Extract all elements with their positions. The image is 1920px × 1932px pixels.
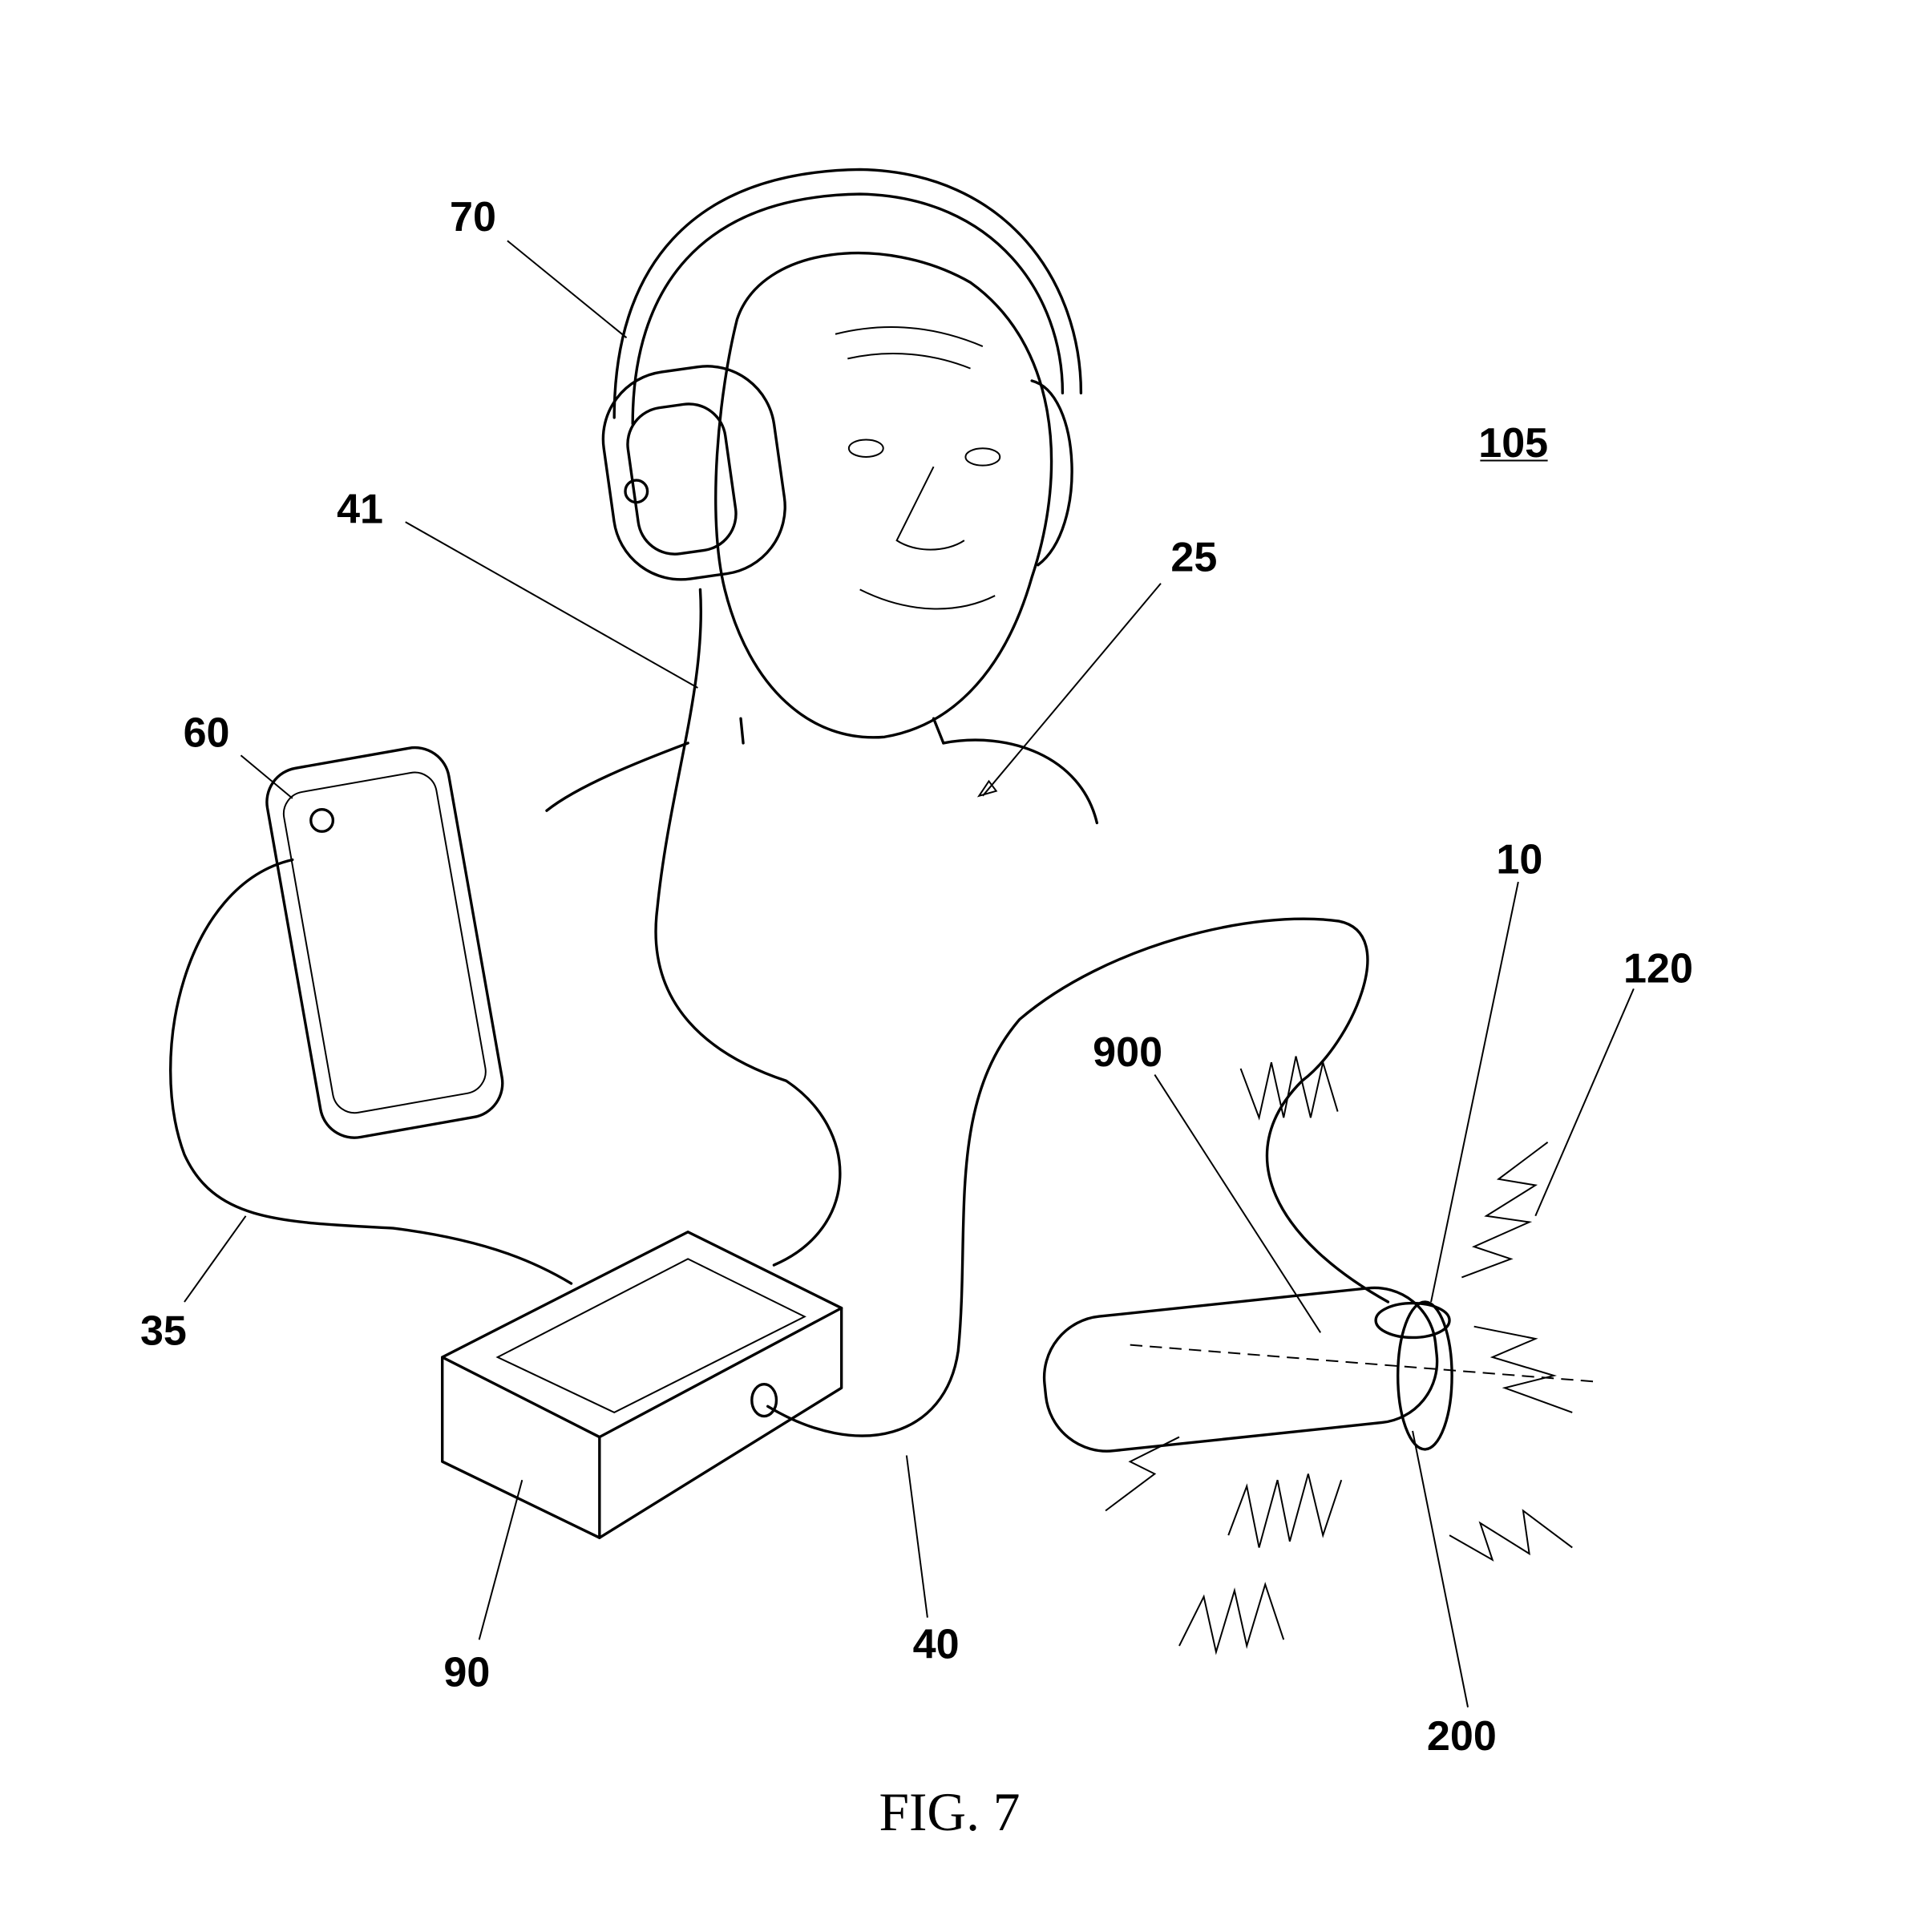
user-figure	[545, 251, 1099, 825]
label-stimulation: 120	[1623, 946, 1693, 992]
label-ring: 200	[1427, 1713, 1497, 1760]
label-control-box: 90	[443, 1650, 490, 1696]
device	[1042, 1286, 1597, 1453]
label-user: 25	[1170, 534, 1217, 580]
leader-lines	[184, 240, 1635, 1708]
stimulation-sparks	[1105, 1056, 1573, 1655]
label-device: 10	[1496, 836, 1542, 883]
label-system: 105	[1478, 420, 1548, 467]
label-headphone-cable: 41	[337, 487, 383, 533]
headphones	[601, 168, 1083, 581]
label-headphones: 70	[450, 194, 496, 240]
label-device-cable: 40	[913, 1621, 960, 1667]
label-phone-cable: 35	[140, 1308, 187, 1355]
cables	[169, 588, 1390, 1437]
phone	[265, 746, 504, 1139]
figure-caption: FIG. 7	[879, 1782, 1020, 1842]
control-box	[441, 1231, 843, 1539]
label-sleeve: 900	[1093, 1029, 1162, 1076]
label-phone: 60	[184, 710, 230, 757]
